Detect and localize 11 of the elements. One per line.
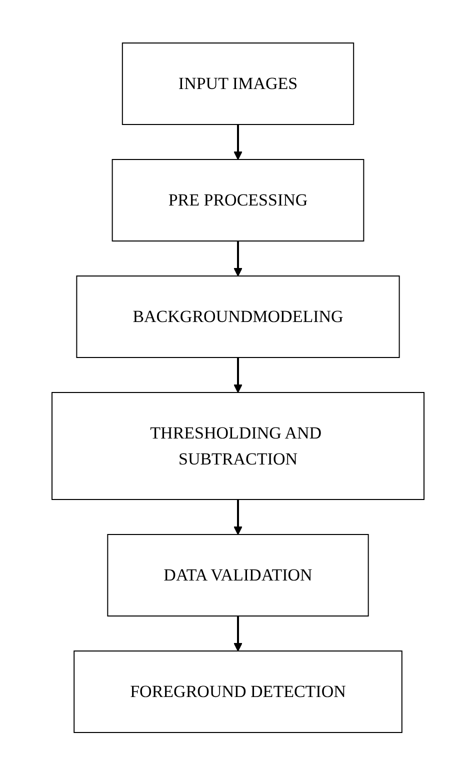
node-box: THRESHOLDING AND SUBTRACTION [51,392,424,500]
node-box: BACKGROUNDMODELING [76,276,400,358]
arrow [233,500,242,536]
arrow [233,124,242,160]
node-box: INPUT IMAGES [121,42,354,126]
node-box: PRE PROCESSING [111,159,364,242]
arrow [233,241,242,277]
arrow [233,616,242,652]
node-box: DATA VALIDATION [106,534,368,617]
node-box: FOREGROUND DETECTION [73,650,402,734]
arrow [233,358,242,394]
